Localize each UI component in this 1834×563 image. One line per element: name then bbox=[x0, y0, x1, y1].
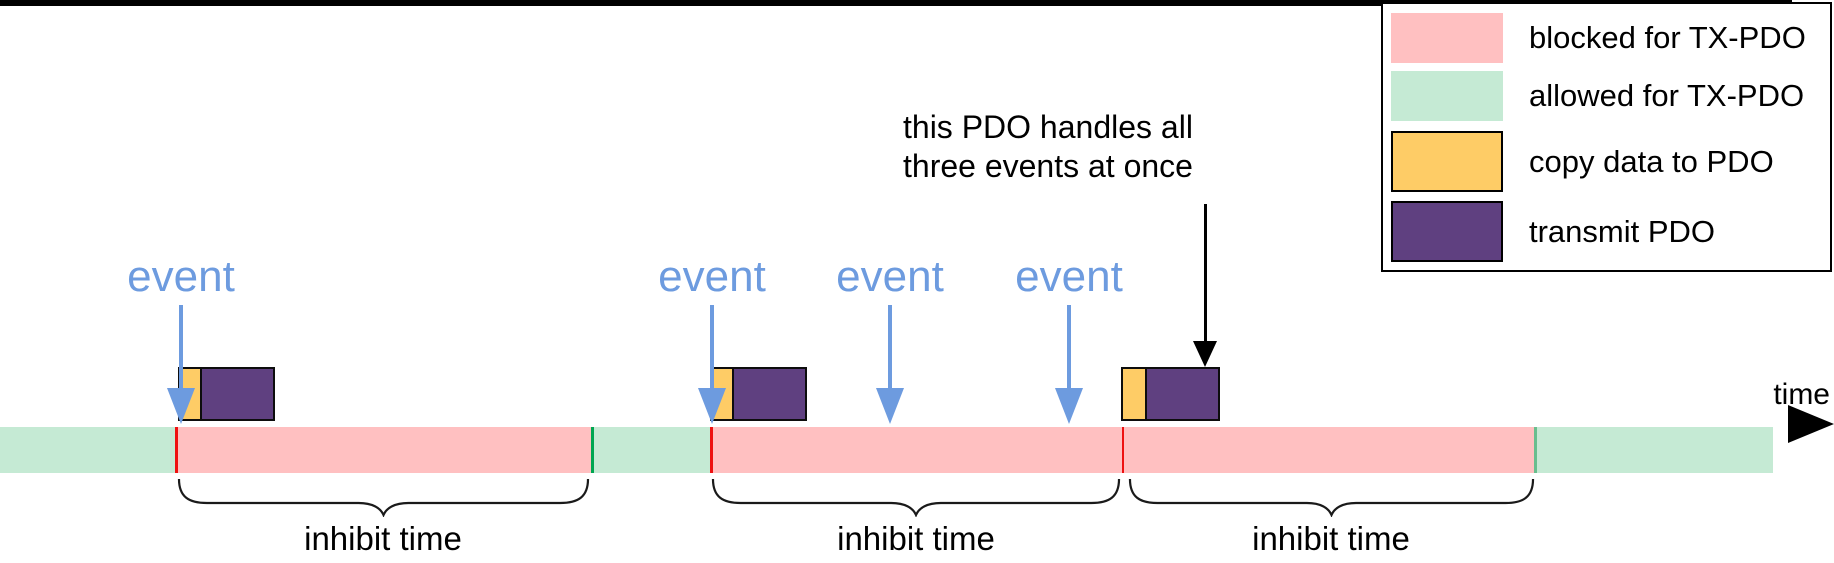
legend-label-allowed: allowed for TX-PDO bbox=[1529, 78, 1805, 113]
inhibit-brace-3 bbox=[1128, 477, 1535, 517]
inhibit-time-label-1: inhibit time bbox=[304, 520, 462, 557]
inhibit-time-label-2: inhibit time bbox=[837, 520, 995, 557]
axis-arrowhead-icon bbox=[1788, 405, 1834, 443]
inhibit-restart-marker-line bbox=[1122, 427, 1124, 473]
event-arrowhead-icon bbox=[167, 388, 195, 424]
event-arrowhead-icon bbox=[698, 388, 726, 424]
event-arrow-icon bbox=[710, 305, 714, 388]
legend-swatch-allowed bbox=[1391, 71, 1503, 121]
event-arrowhead-icon bbox=[1055, 388, 1083, 424]
transmit-pdo-block-1 bbox=[200, 367, 275, 421]
legend-row-allowed: allowed for TX-PDO bbox=[1391, 71, 1826, 121]
event-arrow-icon bbox=[1067, 305, 1071, 388]
legend-swatch-transmit bbox=[1391, 201, 1503, 262]
legend-label-blocked: blocked for TX-PDO bbox=[1529, 20, 1806, 55]
event-marker-line-2 bbox=[710, 427, 713, 473]
annotation-text: this PDO handles all three events at onc… bbox=[903, 108, 1193, 186]
inhibit-end-marker-line-1 bbox=[591, 427, 594, 473]
event-arrow-icon bbox=[888, 305, 892, 388]
event-marker-line-1 bbox=[175, 427, 178, 473]
legend-row-blocked: blocked for TX-PDO bbox=[1391, 13, 1826, 63]
segment-blocked-1 bbox=[176, 427, 591, 473]
event-marker-1: event bbox=[101, 252, 261, 424]
event-arrowhead-icon bbox=[876, 388, 904, 424]
inhibit-time-label-3: inhibit time bbox=[1252, 520, 1410, 557]
transmit-pdo-block-2 bbox=[732, 367, 807, 421]
event-label: event bbox=[127, 252, 235, 301]
legend-label-copy: copy data to PDO bbox=[1529, 143, 1774, 179]
event-arrow-icon bbox=[179, 305, 183, 388]
legend: blocked for TX-PDO allowed for TX-PDO co… bbox=[1381, 2, 1832, 272]
legend-swatch-copy bbox=[1391, 131, 1503, 192]
time-axis bbox=[0, 0, 1792, 6]
segment-allowed-3 bbox=[1537, 427, 1773, 473]
time-axis-label: time bbox=[1773, 378, 1830, 411]
inhibit-brace-2 bbox=[711, 477, 1121, 517]
event-marker-4: event bbox=[989, 252, 1149, 424]
segment-blocked-2 bbox=[712, 427, 1537, 473]
annotation-arrowhead-icon bbox=[1193, 341, 1217, 367]
annotation-line-2: three events at once bbox=[903, 148, 1193, 184]
transmit-pdo-block-3 bbox=[1145, 367, 1220, 421]
event-marker-3: event bbox=[810, 252, 970, 424]
event-label: event bbox=[1015, 252, 1123, 301]
annotation-line-1: this PDO handles all bbox=[903, 109, 1193, 145]
legend-row-copy: copy data to PDO bbox=[1391, 131, 1826, 192]
inhibit-brace-1 bbox=[177, 477, 590, 517]
inhibit-end-marker-line-2 bbox=[1534, 427, 1537, 473]
legend-row-transmit: transmit PDO bbox=[1391, 201, 1826, 262]
legend-swatch-blocked bbox=[1391, 13, 1503, 63]
event-marker-2: event bbox=[632, 252, 792, 424]
legend-label-transmit: transmit PDO bbox=[1529, 213, 1716, 249]
segment-allowed-1 bbox=[0, 427, 176, 473]
segment-allowed-2 bbox=[591, 427, 712, 473]
annotation-arrow bbox=[1204, 204, 1207, 342]
event-label: event bbox=[658, 252, 766, 301]
event-label: event bbox=[836, 252, 944, 301]
